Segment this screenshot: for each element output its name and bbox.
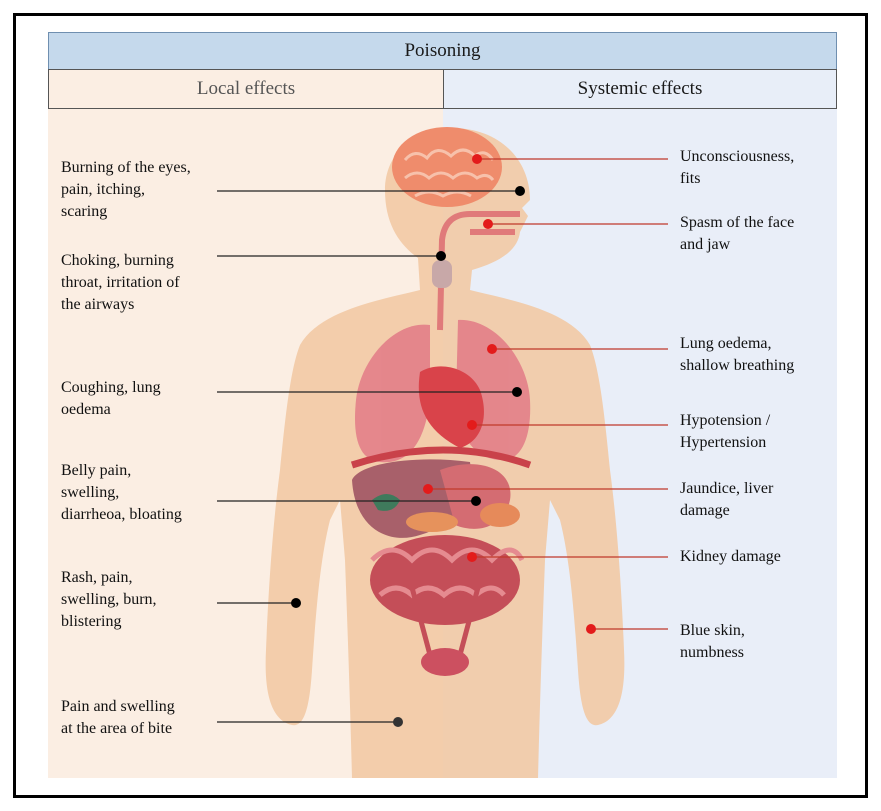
local-effect-skin: Rash, pain, swelling, burn, blistering bbox=[61, 567, 157, 633]
abdominal-organs bbox=[352, 459, 520, 538]
systemic-marker-heart bbox=[467, 420, 477, 430]
local-effect-eyes: Burning of the eyes, pain, itching, scar… bbox=[61, 157, 191, 223]
local-effect-belly: Belly pain, swelling, diarrheoa, bloatin… bbox=[61, 460, 182, 526]
local-effect-lungs: Coughing, lung oedema bbox=[61, 377, 161, 421]
systemic-effect-liver: Jaundice, liver damage bbox=[680, 478, 773, 522]
local-marker-belly bbox=[471, 496, 481, 506]
systemic-effect-unconsciousness: Unconsciousness, fits bbox=[680, 146, 794, 190]
bladder bbox=[421, 648, 469, 676]
local-marker-throat bbox=[436, 251, 446, 261]
systemic-effect-spasm: Spasm of the face and jaw bbox=[680, 212, 794, 256]
systemic-marker-lungs bbox=[487, 344, 497, 354]
thyroid bbox=[432, 260, 452, 288]
local-marker-lungs bbox=[512, 387, 522, 397]
systemic-marker-liver bbox=[423, 484, 433, 494]
systemic-marker-brain bbox=[472, 154, 482, 164]
systemic-marker-kidney bbox=[467, 552, 477, 562]
brain-organ bbox=[392, 127, 502, 207]
local-marker-bite bbox=[393, 717, 403, 727]
local-effect-bite: Pain and swelling at the area of bite bbox=[61, 696, 175, 740]
local-effect-throat: Choking, burning throat, irritation of t… bbox=[61, 250, 180, 316]
systemic-effect-kidney: Kidney damage bbox=[680, 546, 781, 568]
systemic-marker-skin bbox=[586, 624, 596, 634]
local-marker-eyes bbox=[515, 186, 525, 196]
systemic-effect-lung-oedema: Lung oedema, shallow breathing bbox=[680, 333, 794, 377]
systemic-effect-blue-skin: Blue skin, numbness bbox=[680, 620, 745, 664]
systemic-marker-face bbox=[483, 219, 493, 229]
local-marker-skin bbox=[291, 598, 301, 608]
systemic-effect-blood-pressure: Hypotension / Hypertension bbox=[680, 410, 770, 454]
